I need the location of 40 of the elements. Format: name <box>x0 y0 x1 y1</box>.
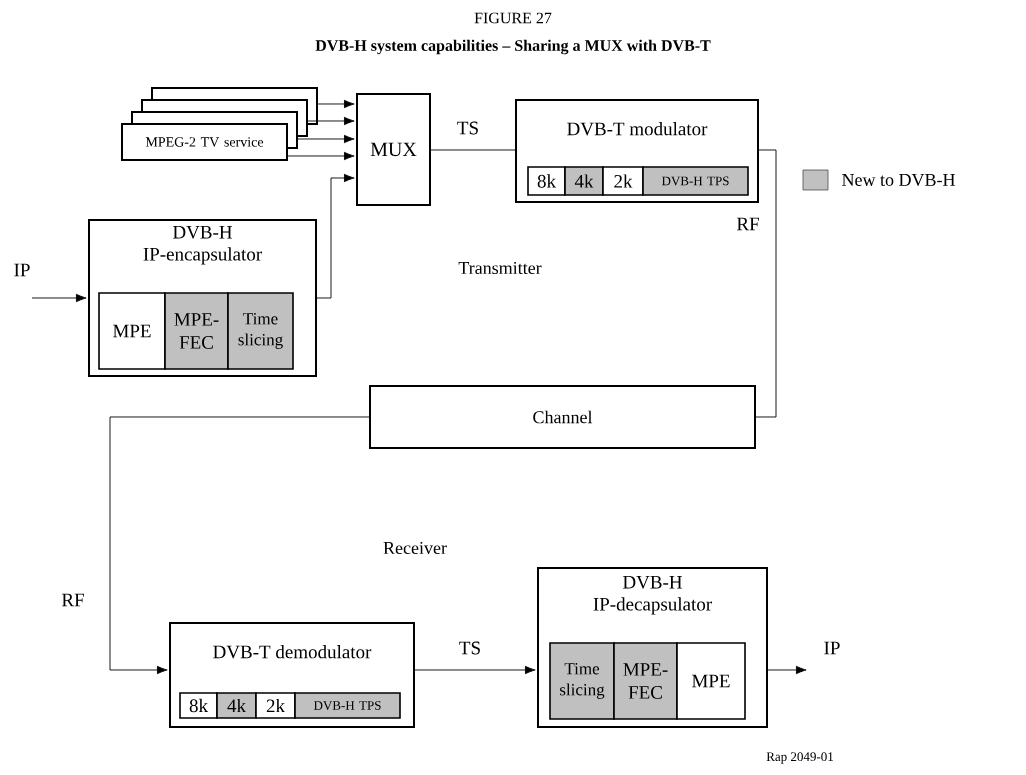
feature-cell: 8k <box>527 166 566 196</box>
title: DVB-H system capabilities – Sharing a MUX with DVB-T <box>315 39 711 55</box>
arrow <box>31 293 87 303</box>
feature-cell: 4k <box>564 166 604 196</box>
edge-label: IP <box>12 262 32 278</box>
edge-label: TS <box>457 640 483 656</box>
arrow <box>316 173 355 299</box>
connector-line <box>430 149 516 151</box>
service-box: MPEG-2 TV service <box>121 123 288 161</box>
feature-cell: 4k <box>216 692 257 719</box>
figure-number: FIGURE 27 <box>474 12 552 24</box>
edge-label: RF <box>60 592 86 608</box>
feature-cell: Time slicing <box>549 642 615 720</box>
feature-cell: DVB-H TPS <box>294 692 401 719</box>
feature-cell: MPE <box>676 642 746 720</box>
arrow <box>307 116 355 126</box>
feature-cell: MPE <box>98 292 166 370</box>
feature-cell: MPE-FEC <box>613 642 678 720</box>
arrow <box>297 134 355 144</box>
legend-text: New to DVB-H <box>842 173 955 186</box>
edge-label: IP <box>822 640 842 656</box>
arrow <box>414 665 536 675</box>
feature-cell: 2k <box>255 692 296 719</box>
edge-label: TS <box>455 120 481 136</box>
region-label: Receiver <box>383 541 447 555</box>
feature-cell: DVB-H TPS <box>642 166 749 196</box>
region-label: Transmitter <box>458 261 542 275</box>
edge-label: RF <box>735 216 761 232</box>
connector-line <box>755 149 777 418</box>
feature-cell: 8k <box>179 692 218 719</box>
process-box: Channel <box>369 385 756 449</box>
process-box: MUX <box>356 93 431 206</box>
feature-cell: 2k <box>602 166 644 196</box>
arrow <box>317 99 355 109</box>
reference-label: Rap 2049-01 <box>766 752 833 764</box>
feature-cell: MPE-FEC <box>164 292 229 370</box>
arrow <box>767 665 807 675</box>
arrow <box>287 151 355 161</box>
arrow <box>109 416 370 675</box>
feature-cell: Time slicing <box>227 292 294 370</box>
